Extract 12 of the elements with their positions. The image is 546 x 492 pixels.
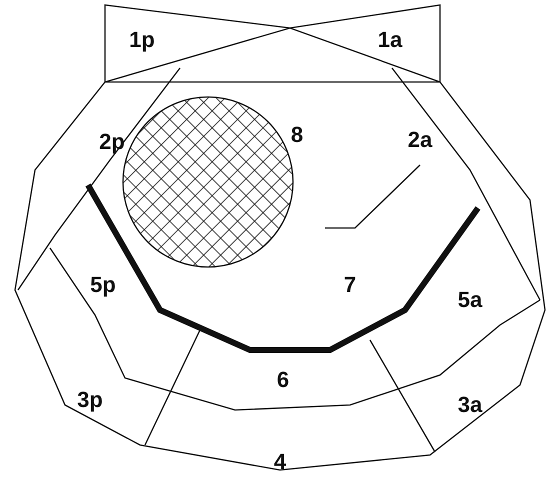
- region-number: 2p: [99, 131, 125, 153]
- region-number: 5a: [458, 289, 482, 311]
- region-number: 8: [290, 124, 304, 146]
- region-number: 1p: [129, 29, 155, 51]
- region-number: 2a: [408, 129, 432, 151]
- region-number: 1a: [378, 29, 402, 51]
- region-number: 3p: [77, 389, 103, 411]
- region-number: 3a: [458, 394, 482, 416]
- region-number: 7: [344, 274, 356, 296]
- region-number: 5p: [90, 274, 116, 296]
- region-number: 4: [274, 451, 286, 473]
- region-number: 6: [276, 369, 290, 391]
